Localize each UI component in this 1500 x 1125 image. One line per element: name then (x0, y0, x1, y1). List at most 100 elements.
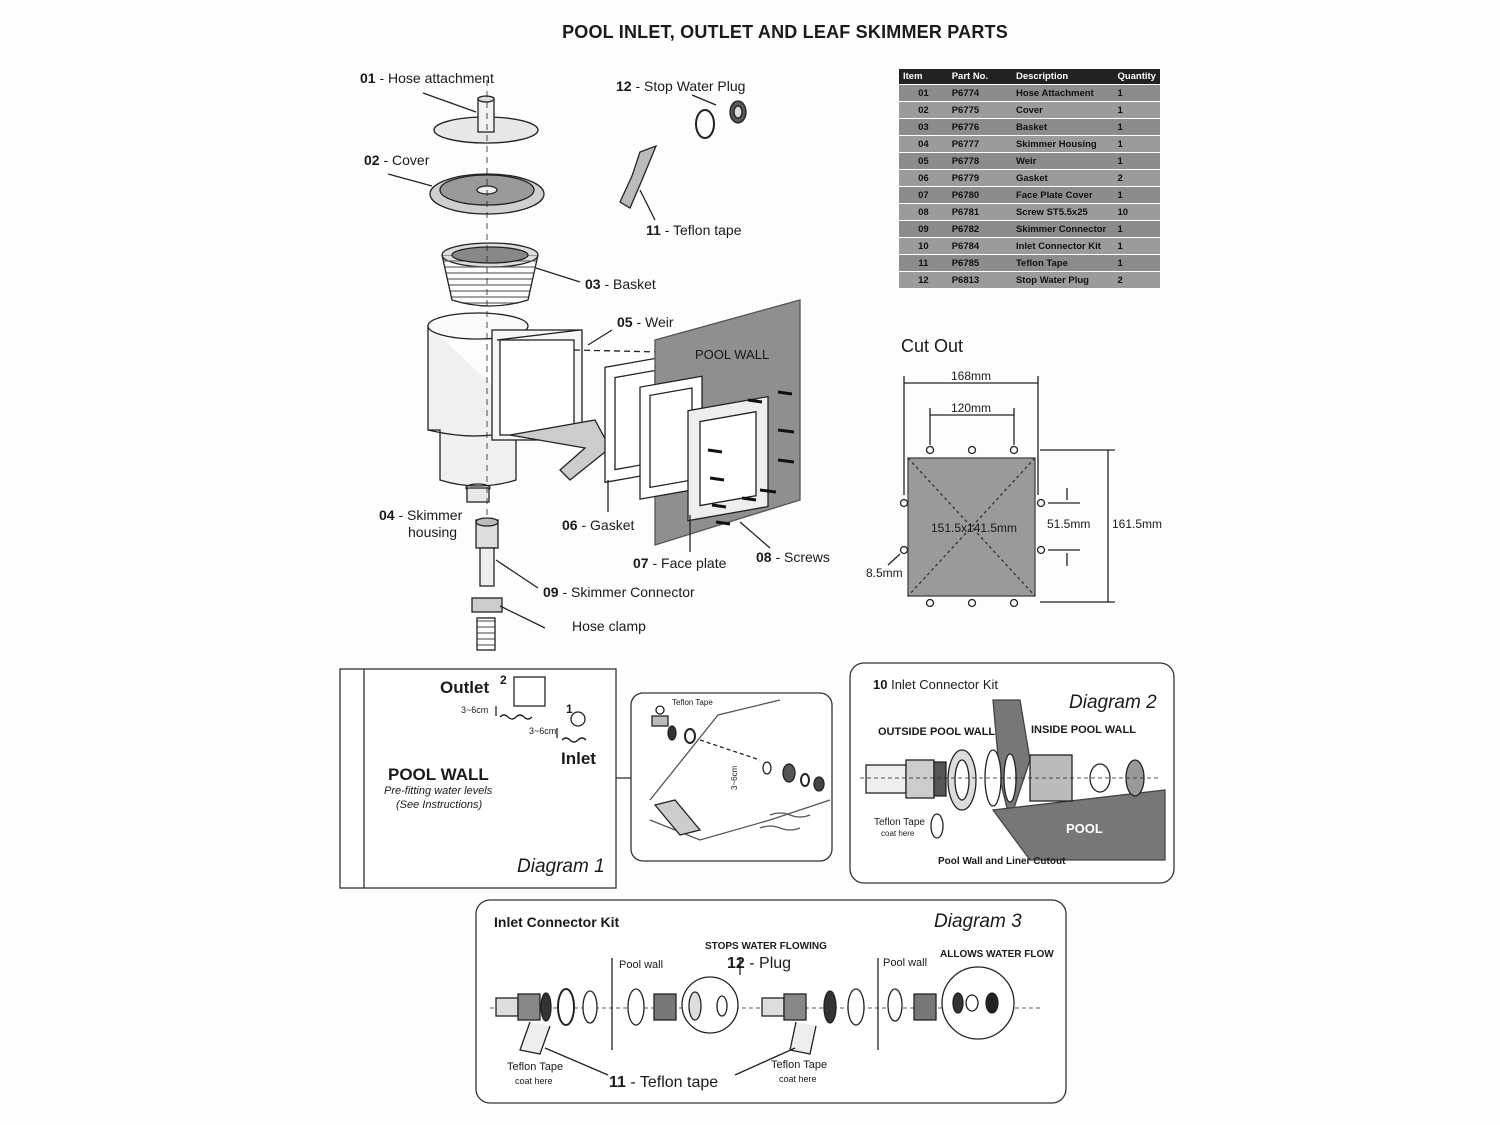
label-hose-attachment: 01 - Hose attachment (360, 70, 494, 86)
cell-description: Hose Attachment (1011, 84, 1114, 102)
col-description: Description (1011, 69, 1114, 85)
diagram-1-outlet-num: 2 (500, 673, 507, 687)
diagram-1-title: Diagram 1 (517, 856, 605, 877)
cell-description: Skimmer Housing (1011, 135, 1114, 153)
col-quantity: Quantity (1113, 69, 1160, 85)
cell-part-no: P6776 (947, 118, 1012, 136)
label-skimmer-connector: 09 - Skimmer Connector (543, 584, 695, 600)
cell-part-no: P6774 (947, 84, 1012, 102)
diagram-1-teflon-label: Teflon Tape (672, 698, 713, 707)
diagram-1-inlet: Inlet (561, 749, 596, 768)
skimmer-connector-part (471, 517, 503, 651)
diagram-3-title: Diagram 3 (934, 911, 1022, 932)
cell-item: 09 (899, 220, 948, 238)
cutout-dim-8: 8.5mm (866, 566, 903, 580)
diagram-2-kit: 10 Inlet Connector Kit (873, 677, 999, 692)
diagram-2-outside: OUTSIDE POOL WALL (878, 726, 996, 738)
diagram-1-note-1: Pre-fitting water levels (384, 785, 493, 797)
cutout-dim-center: 151.5x141.5mm (931, 521, 1018, 535)
cell-description: Basket (1011, 118, 1114, 136)
cell-item: 10 (899, 237, 948, 255)
cutout-dim-51: 51.5mm (1047, 517, 1091, 531)
label-face-plate: 07 - Face plate (633, 555, 727, 571)
diagram-3-teflon-a1: Teflon Tape (507, 1061, 564, 1073)
cutout-dim-168: 168mm (951, 369, 992, 383)
diagram-1-inlet-num: 1 (566, 702, 573, 716)
diagram-2-inside: INSIDE POOL WALL (1031, 724, 1136, 736)
cell-quantity: 1 (1113, 101, 1160, 119)
cell-quantity: 1 (1113, 220, 1160, 238)
screws-part (707, 390, 795, 526)
label-basket: 03 - Basket (585, 276, 656, 292)
label-hose-clamp: Hose clamp (572, 618, 646, 634)
cell-part-no: P6785 (947, 254, 1012, 272)
diagram-1-frame (339, 668, 632, 889)
cell-item: 11 (899, 254, 948, 272)
diagram-3-plug: 12 - Plug (727, 955, 792, 972)
diagram-3-tape: 11 - Teflon tape (609, 1074, 719, 1091)
cell-quantity: 10 (1113, 203, 1160, 221)
diagram-1-outlet: Outlet (440, 678, 490, 697)
label-skimmer-housing: 04 - Skimmer (379, 507, 463, 523)
label-pool-wall: POOL WALL (695, 347, 770, 362)
diagram-2-pool: POOL (1066, 821, 1103, 836)
cell-description: Screw ST5.5x25 (1011, 203, 1114, 221)
label-teflon-tape: 11 - Teflon tape (646, 222, 742, 238)
diagram-1-detail-frame (630, 692, 833, 862)
diagram-1-gap-b: 3~6cm (529, 726, 557, 736)
skimmer-housing-part (427, 312, 583, 503)
cell-part-no: P6784 (947, 237, 1012, 255)
diagram-2-cutout: Pool Wall and Liner Cutout (938, 856, 1066, 867)
cutout-title: Cut Out (901, 336, 964, 356)
hose-attachment-part (433, 95, 539, 144)
cell-description: Inlet Connector Kit (1011, 237, 1114, 255)
cell-item: 06 (899, 169, 948, 187)
cell-item: 12 (899, 271, 948, 288)
cell-part-no: P6781 (947, 203, 1012, 221)
diagram-3-stops: STOPS WATER FLOWING (705, 941, 827, 952)
cell-part-no: P6813 (947, 271, 1012, 288)
cutout-drawing (887, 376, 1115, 608)
stop-water-plug-part (695, 100, 747, 139)
cell-item: 01 (899, 84, 948, 102)
label-gasket: 06 - Gasket (562, 517, 635, 533)
diagram-1-gap-c: 3~6cm (730, 765, 739, 790)
cell-item: 03 (899, 118, 948, 136)
cell-part-no: P6779 (947, 169, 1012, 187)
cell-quantity: 1 (1113, 254, 1160, 272)
cutout-dim-120: 120mm (951, 401, 992, 415)
diagram-3-pool-wall-b: Pool wall (883, 957, 928, 969)
diagram-1-note-2: (See Instructions) (396, 799, 483, 811)
label-stop-water-plug: 12 - Stop Water Plug (616, 78, 746, 94)
cell-description: Cover (1011, 101, 1114, 119)
cell-quantity: 2 (1113, 169, 1160, 187)
diagram-2-teflon-2: coat here (881, 829, 915, 838)
diagram-1-gap-a: 3~6cm (461, 705, 489, 715)
label-weir: 05 - Weir (617, 314, 674, 330)
cell-item: 05 (899, 152, 948, 170)
cell-quantity: 2 (1113, 271, 1160, 288)
diagram-2-frame (849, 662, 1175, 884)
diagram-3-teflon-a2: coat here (515, 1076, 553, 1086)
cell-part-no: P6778 (947, 152, 1012, 170)
col-part-no: Part No. (947, 69, 1012, 85)
diagram-3-teflon-b1: Teflon Tape (771, 1059, 828, 1071)
page-title: POOL INLET, OUTLET AND LEAF SKIMMER PART… (562, 22, 1008, 42)
cell-description: Skimmer Connector (1011, 220, 1114, 238)
diagram-2-title: Diagram 2 (1069, 692, 1157, 713)
cell-quantity: 1 (1113, 186, 1160, 204)
label-cover: 02 - Cover (364, 152, 430, 168)
